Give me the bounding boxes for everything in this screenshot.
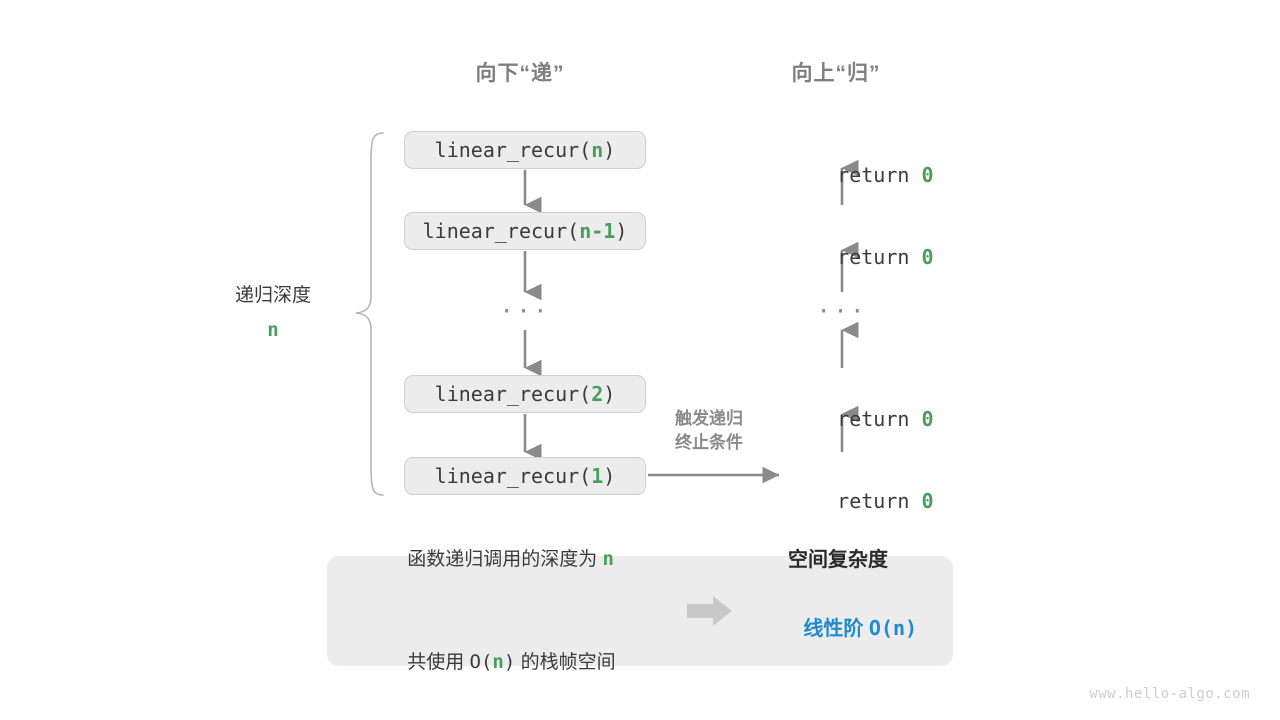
call-frame-suffix: ) bbox=[603, 382, 616, 406]
summary-line2-suffix: 的栈帧空间 bbox=[515, 652, 616, 673]
right-arrow-icon bbox=[687, 596, 732, 626]
summary-line2-prefix: 共使用 bbox=[407, 652, 470, 673]
call-frame-arg: 2 bbox=[591, 382, 604, 406]
terminate-note-line1: 触发递归 bbox=[675, 409, 743, 428]
return-keyword: return bbox=[837, 245, 922, 269]
terminate-note-line2: 终止条件 bbox=[675, 433, 743, 452]
call-frame-box[interactable]: linear_recur(n) bbox=[404, 131, 646, 169]
recursion-depth-variable: n bbox=[267, 319, 279, 341]
summary-description: 函数递归调用的深度为 n 共使用 O(n) 的栈帧空间 bbox=[327, 508, 677, 714]
watermark: www.hello-algo.com bbox=[1089, 686, 1250, 702]
return-statement: return 0 bbox=[789, 383, 934, 455]
call-frame-suffix: ) bbox=[615, 219, 628, 243]
summary-line1-variable: n bbox=[602, 548, 614, 570]
call-frame-suffix: ) bbox=[603, 464, 616, 488]
summary-conclusion: 空间复杂度 线性阶 O(n) bbox=[743, 543, 953, 680]
terminate-condition-note: 触发递归 终止条件 bbox=[675, 407, 743, 455]
return-keyword: return bbox=[837, 163, 922, 187]
summary-line-1: 函数递归调用的深度为 n bbox=[365, 508, 677, 611]
return-value: 0 bbox=[921, 489, 934, 513]
return-keyword: return bbox=[837, 407, 922, 431]
complexity-title: 空间复杂度 bbox=[788, 548, 888, 571]
call-frame-prefix: linear_recur( bbox=[434, 138, 592, 162]
call-frame-suffix: ) bbox=[603, 138, 616, 162]
complexity-value-notation: O(n) bbox=[868, 615, 918, 640]
call-frame-arg: n bbox=[591, 138, 604, 162]
call-frame-prefix: linear_recur( bbox=[422, 219, 580, 243]
call-frame-arg: 1 bbox=[591, 464, 604, 488]
return-statement: return 0 bbox=[789, 221, 934, 293]
recursion-depth-label: 递归深度 n bbox=[235, 283, 311, 343]
call-frame-box[interactable]: linear_recur(n-1) bbox=[404, 212, 646, 250]
column-header-ascend: 向上“归” bbox=[791, 62, 881, 85]
summary-line2-bigo-open: O( bbox=[469, 651, 493, 673]
summary-panel: 函数递归调用的深度为 n 共使用 O(n) 的栈帧空间 空间复杂度 线性阶 O(… bbox=[327, 548, 953, 673]
column-header-descend: 向下“递” bbox=[475, 62, 565, 85]
complexity-value-label: 线性阶 bbox=[803, 617, 869, 640]
return-stack-ellipsis: ··· bbox=[816, 299, 868, 325]
recursion-depth-brace bbox=[355, 132, 384, 496]
summary-line-2: 共使用 O(n) 的栈帧空间 bbox=[365, 611, 677, 714]
return-value: 0 bbox=[921, 245, 934, 269]
call-frame-prefix: linear_recur( bbox=[434, 464, 592, 488]
call-frame-box[interactable]: linear_recur(1) bbox=[404, 457, 646, 495]
summary-line2-bigo-close: ) bbox=[503, 651, 516, 673]
return-value: 0 bbox=[921, 407, 934, 431]
summary-arrow-slot bbox=[677, 594, 743, 628]
return-value: 0 bbox=[921, 163, 934, 187]
complexity-value: 线性阶 O(n) bbox=[743, 577, 933, 680]
call-frame-box[interactable]: linear_recur(2) bbox=[404, 375, 646, 413]
return-keyword: return bbox=[837, 489, 922, 513]
return-statement: return 0 bbox=[789, 139, 934, 211]
recursion-depth-text: 递归深度 bbox=[234, 285, 312, 306]
summary-line2-variable: n bbox=[492, 651, 504, 673]
summary-line1-text: 函数递归调用的深度为 bbox=[407, 549, 603, 570]
return-statement: return 0 bbox=[789, 465, 934, 537]
call-frame-arg: n-1 bbox=[579, 219, 616, 243]
call-stack-ellipsis: ··· bbox=[499, 299, 551, 325]
call-frame-prefix: linear_recur( bbox=[434, 382, 592, 406]
